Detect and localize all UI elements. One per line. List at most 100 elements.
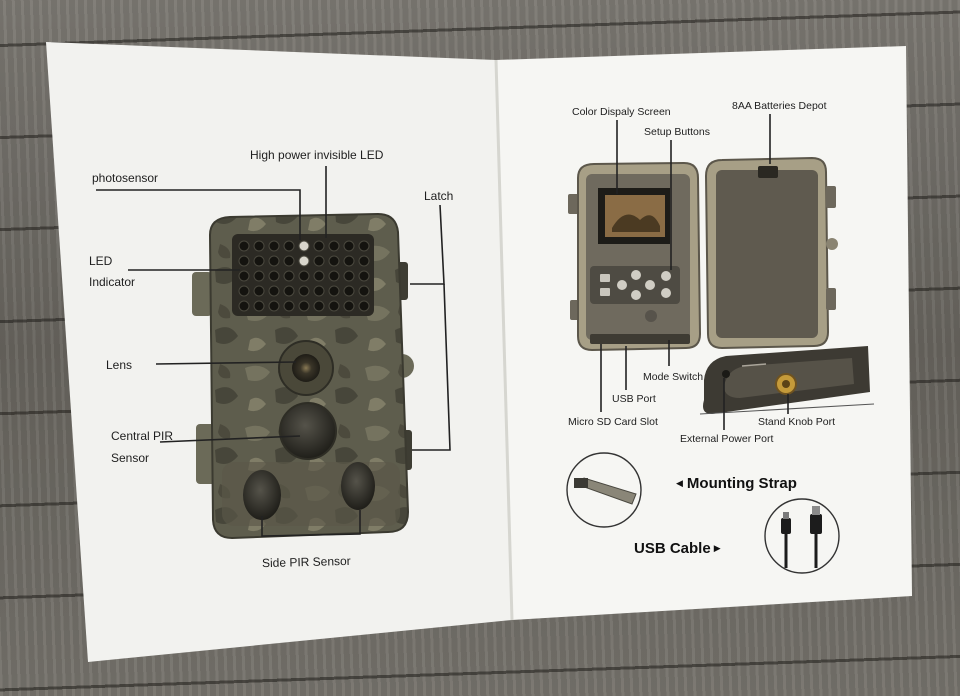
label-central-pir-1: Central PIR xyxy=(111,429,174,443)
booklet-spine xyxy=(494,59,514,621)
led-dot xyxy=(313,300,325,312)
led-dot xyxy=(298,285,310,297)
led-dot xyxy=(328,240,340,252)
label-usb-cable: USB Cable▶ xyxy=(634,541,721,556)
led-dot xyxy=(358,270,370,282)
display-image xyxy=(612,214,660,232)
label-latch: Latch xyxy=(424,189,454,203)
led-dot xyxy=(328,285,340,297)
led-dot xyxy=(343,300,355,312)
arrow-left-icon: ◀ xyxy=(676,478,683,488)
led-dot xyxy=(268,240,280,252)
battery-tab xyxy=(758,166,778,178)
led-dot xyxy=(358,240,370,252)
camera-open xyxy=(568,156,838,352)
photosensor-dot xyxy=(298,240,310,252)
led-dot xyxy=(358,285,370,297)
button-panel xyxy=(590,266,680,304)
ok-button xyxy=(600,288,610,296)
label-micro-sd-slot: Micro SD Card Slot xyxy=(568,416,658,428)
left-callout-lines xyxy=(96,166,451,537)
led-dot xyxy=(358,255,370,267)
led-dot xyxy=(313,240,325,252)
label-mounting-strap: ◀Mounting Strap xyxy=(676,476,797,491)
label-high-power-led: High power invisible LED xyxy=(250,148,384,162)
led-dot xyxy=(283,300,295,312)
led-dot xyxy=(283,240,295,252)
side-pir-sensor-left xyxy=(243,470,281,520)
led-dot xyxy=(313,270,325,282)
right-callout-lines xyxy=(600,114,789,430)
led-dot xyxy=(328,300,340,312)
led-dot xyxy=(253,240,265,252)
led-dot xyxy=(238,270,250,282)
camera-side-clip xyxy=(192,272,212,316)
right-button xyxy=(645,280,655,290)
led-dot xyxy=(238,255,250,267)
led-dot xyxy=(298,270,310,282)
label-led-indicator-1: LED xyxy=(89,254,113,268)
label-lens: Lens xyxy=(106,358,133,372)
led-dot xyxy=(328,255,340,267)
led-dot xyxy=(268,285,280,297)
label-side-pir: Side PIR Sensor xyxy=(261,553,351,571)
external-power-port xyxy=(722,370,730,378)
lens xyxy=(292,354,320,382)
label-photosensor: photosensor xyxy=(92,171,159,185)
label-external-power-port: External Power Port xyxy=(680,433,774,445)
led-dot xyxy=(268,270,280,282)
camera-front xyxy=(192,212,414,540)
menu-button xyxy=(600,274,610,282)
camera-bottom xyxy=(699,346,875,415)
battery-compartment xyxy=(716,170,818,338)
led-dot xyxy=(358,300,370,312)
strap-circle xyxy=(566,452,642,528)
led-dot xyxy=(283,270,295,282)
led-dot xyxy=(268,300,280,312)
led-dot xyxy=(253,300,265,312)
cable-circle xyxy=(764,498,840,574)
led-dot xyxy=(313,255,325,267)
photosensor-dot xyxy=(298,255,310,267)
led-dot xyxy=(328,270,340,282)
power-port-marking xyxy=(741,363,767,367)
shot-button xyxy=(661,271,671,281)
bottom-port-strip xyxy=(590,334,690,344)
led-array xyxy=(238,240,370,312)
strap-illustration xyxy=(574,477,637,505)
door-latch xyxy=(826,186,836,208)
label-stand-knob-port: Stand Knob Port xyxy=(758,416,836,428)
led-dot xyxy=(238,300,250,312)
led-dot xyxy=(283,255,295,267)
up-button xyxy=(631,270,641,280)
label-setup-buttons: Setup Buttons xyxy=(644,126,710,138)
usb-cable-text: USB Cable xyxy=(634,540,711,557)
label-central-pir-2: Sensor xyxy=(111,451,150,465)
booklet xyxy=(46,42,912,662)
mounting-strap-text: Mounting Strap xyxy=(686,475,797,492)
led-dot xyxy=(343,285,355,297)
led-dot xyxy=(343,270,355,282)
label-mode-switch: Mode Switch xyxy=(643,371,704,383)
speaker-grille xyxy=(645,310,657,322)
led-dot xyxy=(253,285,265,297)
bottom-divider xyxy=(699,403,875,415)
cable-illustration xyxy=(781,506,822,568)
led-dot xyxy=(283,285,295,297)
led-dot xyxy=(313,285,325,297)
led-dot xyxy=(268,255,280,267)
side-pir-sensor-right xyxy=(341,462,375,510)
led-dot xyxy=(298,300,310,312)
label-display-screen: Color Dispaly Screen xyxy=(572,106,671,118)
led-dot xyxy=(343,255,355,267)
mount-hole xyxy=(826,238,838,250)
led-dot xyxy=(253,255,265,267)
camera-side-clip xyxy=(196,424,216,484)
down-button xyxy=(631,290,641,300)
label-led-indicator-2: Indicator xyxy=(89,275,136,289)
left-button xyxy=(617,280,627,290)
door-latch xyxy=(826,288,836,310)
led-dot xyxy=(253,270,265,282)
led-dot xyxy=(238,240,250,252)
